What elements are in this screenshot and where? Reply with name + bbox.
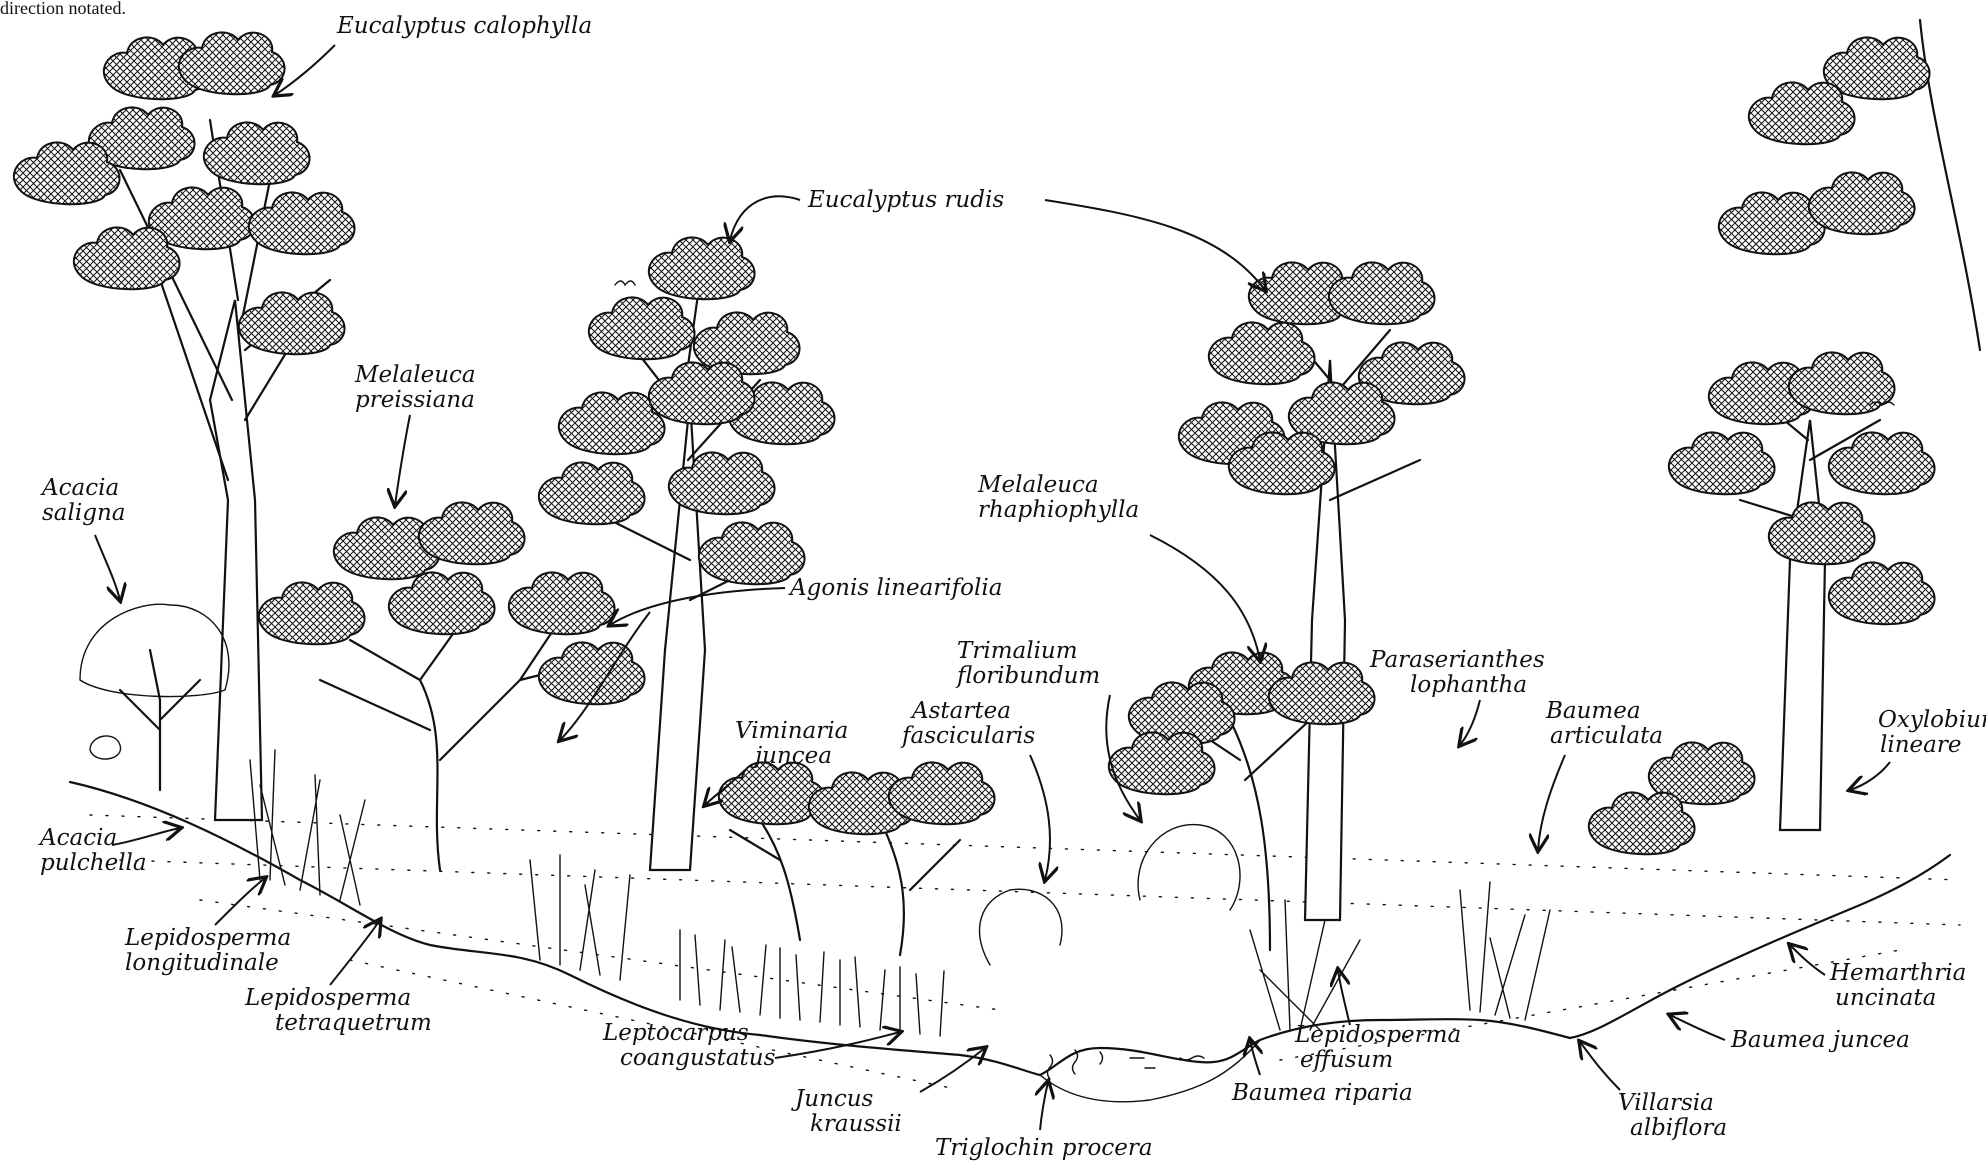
arrow-acacia-pulchella xyxy=(112,828,180,845)
label-baumea-articulata-line1: Baumea xyxy=(1545,698,1641,724)
label-trimalium-floribundum-line1: Trimalium xyxy=(957,638,1078,664)
label-paraserianthes-lophantha-line1: Paraserianthes xyxy=(1369,647,1545,673)
arrow-paraserianthes-lophantha xyxy=(1460,700,1480,745)
arrow-melaleuca-preissiana xyxy=(395,415,410,505)
label-hemarthria-uncinata-line1: Hemarthria xyxy=(1829,960,1966,986)
label-lepidosperma-effusum-line1: Lepidosperma xyxy=(1294,1022,1461,1048)
arrow-eucalyptus-rudis-right xyxy=(1045,200,1265,290)
label-acacia-saligna-line1: Acacia xyxy=(40,475,119,501)
label-acacia-pulchella-line2: pulchella xyxy=(40,850,147,876)
label-baumea-juncea: Baumea juncea xyxy=(1730,1027,1910,1053)
label-trimalium-floribundum-line2: floribundum xyxy=(955,663,1100,689)
label-acacia-saligna-line2: saligna xyxy=(42,500,125,526)
arrow-acacia-saligna xyxy=(95,535,120,600)
label-viminaria-juncea-line2: juncea xyxy=(750,743,832,769)
arrow-lepidosperma-tetraquetrum xyxy=(330,920,380,985)
label-leptocarpus-coangustatus-line2: coangustatus xyxy=(620,1045,776,1071)
midground-shrubs xyxy=(719,762,1062,965)
arrow-astartea-fascicularis xyxy=(1030,755,1050,880)
eucalyptus-rudis-tree-right xyxy=(1179,262,1465,920)
label-juncus-kraussii-line1: Juncus xyxy=(791,1086,874,1112)
label-astartea-fascicularis-line2: fascicularis xyxy=(900,723,1035,749)
label-lepidosperma-tetraquetrum-line2: tetraquetrum xyxy=(275,1010,432,1036)
acacia-saligna-shrub xyxy=(80,604,229,790)
label-lepidosperma-effusum-line2: effusum xyxy=(1300,1047,1393,1073)
arrow-baumea-juncea xyxy=(1670,1015,1725,1040)
label-acacia-pulchella-line1: Acacia xyxy=(38,825,117,851)
label-villarsia-albiflora-line2: albiflora xyxy=(1630,1115,1727,1141)
label-leptocarpus-coangustatus-line1: Leptocarpus xyxy=(602,1020,749,1046)
arrow-triglochin-procera xyxy=(1040,1082,1048,1130)
label-eucalyptus-rudis: Eucalyptus rudis xyxy=(807,187,1004,213)
arrow-lepidosperma-effusum xyxy=(1338,970,1350,1025)
arrow-eucalyptus-rudis-left xyxy=(730,196,800,240)
label-triglochin-procera: Triglochin procera xyxy=(935,1135,1153,1161)
arrow-oxylobium-lineare xyxy=(1850,762,1890,790)
label-melaleuca-preissiana-line1: Melaleuca xyxy=(354,362,476,388)
label-melaleuca-rhaphiophylla-line2: rhaphiophylla xyxy=(978,497,1139,523)
label-baumea-articulata-line2: articulata xyxy=(1550,723,1663,749)
label-villarsia-albiflora-line1: Villarsia xyxy=(1618,1090,1714,1116)
arrow-lepidosperma-longitudinale xyxy=(215,878,265,925)
label-eucalyptus-calophylla: Eucalyptus calophylla xyxy=(336,13,592,39)
arrow-baumea-articulata xyxy=(1538,755,1565,850)
arrow-villarsia-albiflora xyxy=(1580,1042,1620,1090)
eucalyptus-calophylla-tree xyxy=(14,32,355,820)
label-oxylobium-lineare-line2: lineare xyxy=(1880,732,1961,758)
label-lepidosperma-longitudinale-line1: Lepidosperma xyxy=(124,925,291,951)
label-oxylobium-lineare-line1: Oxylobium xyxy=(1878,707,1986,733)
label-paraserianthes-lophantha-line2: lophantha xyxy=(1410,672,1527,698)
label-melaleuca-rhaphiophylla-line1: Melaleuca xyxy=(977,472,1099,498)
label-juncus-kraussii-line2: kraussii xyxy=(810,1111,902,1137)
arrow-melaleuca-rhaphiophylla xyxy=(1150,535,1260,660)
caption-fragment: direction notated. xyxy=(0,0,126,18)
label-lepidosperma-longitudinale-line2: longitudinale xyxy=(125,950,279,976)
label-astartea-fascicularis-line1: Astartea xyxy=(910,698,1011,724)
label-viminaria-juncea-line1: Viminaria xyxy=(735,718,848,744)
label-agonis-linearifolia: Agonis linearifolia xyxy=(788,575,1002,601)
label-hemarthria-uncinata-line2: uncinata xyxy=(1835,985,1936,1011)
label-lepidosperma-tetraquetrum-line1: Lepidosperma xyxy=(244,985,411,1011)
label-baumea-riparia: Baumea riparia xyxy=(1231,1080,1413,1106)
arrow-hemarthria-uncinata xyxy=(1790,945,1825,975)
label-melaleuca-preissiana-line2: preissiana xyxy=(355,387,475,413)
